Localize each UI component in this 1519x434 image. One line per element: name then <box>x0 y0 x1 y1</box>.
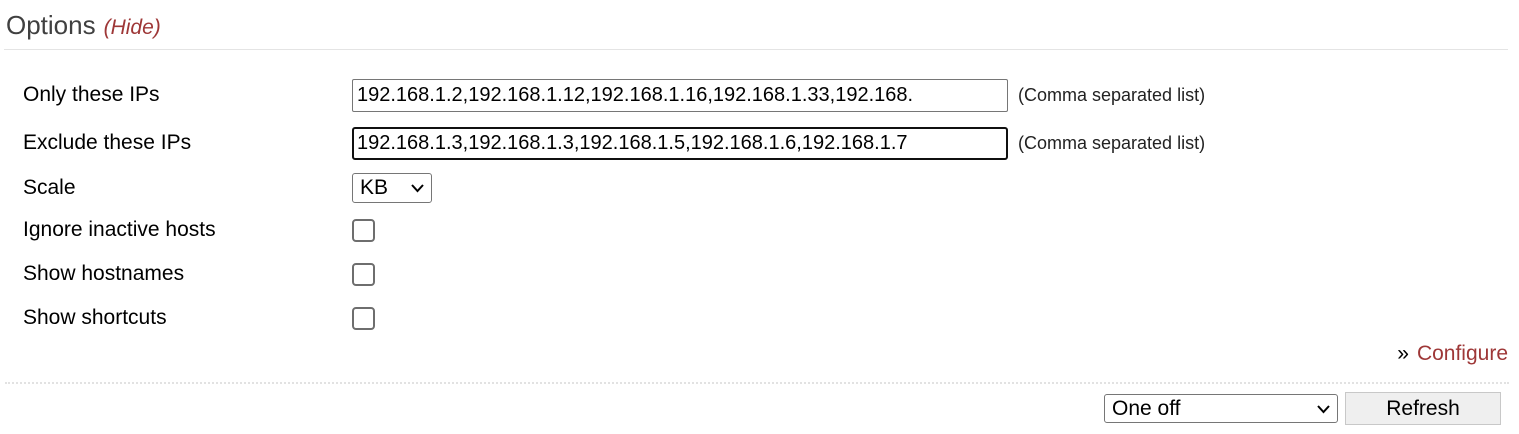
only-ips-row: Only these IPs (Comma separated list) <box>23 78 1205 112</box>
only-ips-label: Only these IPs <box>23 83 160 106</box>
ignore-inactive-checkbox[interactable] <box>352 218 375 242</box>
scale-selected-value: KB <box>360 176 389 199</box>
configure-link[interactable]: Configure <box>1416 342 1508 365</box>
scale-select[interactable]: KB <box>352 173 432 203</box>
options-header: Options (Hide) <box>6 10 161 41</box>
refresh-mode-select[interactable]: One off <box>1104 394 1338 423</box>
show-shortcuts-row: Show shortcuts <box>23 301 375 335</box>
header-divider <box>4 49 1508 50</box>
exclude-ips-label: Exclude these IPs <box>23 131 192 154</box>
show-hostnames-checkbox[interactable] <box>352 262 375 286</box>
hide-link[interactable]: (Hide) <box>103 16 161 39</box>
only-ips-hint: (Comma separated list) <box>1018 84 1206 105</box>
footer-divider <box>5 382 1509 384</box>
section-title: Options <box>6 10 96 40</box>
chevron-down-icon <box>1317 404 1330 413</box>
exclude-ips-row: Exclude these IPs (Comma separated list) <box>23 126 1205 160</box>
exclude-ips-input[interactable] <box>352 126 1008 160</box>
configure-row: » Configure <box>1397 342 1508 366</box>
show-hostnames-label: Show hostnames <box>23 262 185 285</box>
show-shortcuts-label: Show shortcuts <box>23 306 167 329</box>
refresh-mode-value: One off <box>1112 396 1181 420</box>
refresh-button[interactable]: Refresh <box>1345 392 1501 425</box>
scale-row: Scale KB <box>23 171 432 205</box>
only-ips-input[interactable] <box>352 78 1008 112</box>
exclude-ips-hint: (Comma separated list) <box>1018 132 1206 153</box>
show-hostnames-row: Show hostnames <box>23 257 375 291</box>
scale-label: Scale <box>23 176 76 199</box>
configure-prefix: » <box>1397 342 1409 365</box>
ignore-inactive-row: Ignore inactive hosts <box>23 213 375 247</box>
ignore-inactive-label: Ignore inactive hosts <box>23 218 216 241</box>
chevron-down-icon <box>411 184 424 193</box>
show-shortcuts-checkbox[interactable] <box>352 306 375 330</box>
